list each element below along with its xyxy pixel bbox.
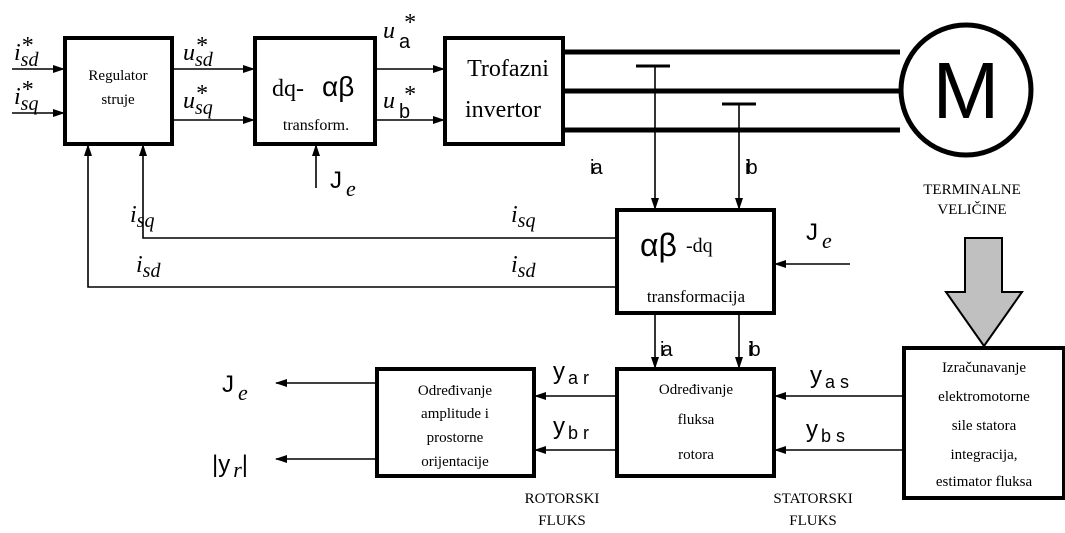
- label-ia-dq: ia: [660, 339, 673, 361]
- caption-terminal-2: VELIČINE: [937, 201, 1006, 218]
- regulator-label-2: struje: [101, 92, 135, 108]
- emf-label-1: Izračunavanje: [942, 360, 1026, 376]
- emf-estimator-block: Izračunavanje elektromotorne sile stator…: [902, 346, 1065, 500]
- emf-label-4: integracija,: [950, 447, 1017, 463]
- motor: M: [898, 22, 1034, 158]
- amplitude-label-2: amplitude i: [421, 406, 489, 422]
- connections: [12, 65, 904, 463]
- caption-stator-flux-2: FLUKS: [789, 513, 837, 529]
- label-isq-left: isq: [130, 202, 154, 232]
- amplitude-block: Određivanje amplitude i prostorne orijen…: [375, 367, 536, 478]
- inverter-label-1: Trofazni: [467, 56, 549, 82]
- caption-rotor-flux-1: ROTORSKI: [525, 491, 600, 507]
- motor-label: M: [933, 46, 1000, 135]
- alphabeta-dq-suffix: -dq: [686, 235, 713, 257]
- caption-rotor-flux-2: FLUKS: [538, 513, 586, 529]
- caption-terminal-1: TERMINALNE: [923, 182, 1021, 198]
- label-usq-ref: u*sq: [183, 81, 213, 119]
- emf-label-5: estimator fluksa: [936, 474, 1033, 490]
- label-isd-left: isd: [136, 252, 161, 282]
- alphabeta-dq-greek: αβ: [640, 227, 677, 263]
- rotor-flux-label-2: fluksa: [678, 412, 715, 428]
- rotor-flux-label-3: rotora: [678, 447, 714, 463]
- emf-label-3: sile statora: [952, 418, 1017, 434]
- inverter-block: Trofazni invertor: [443, 36, 565, 146]
- label-ib-measured: ib: [745, 157, 758, 179]
- label-ia-measured: ia: [590, 157, 603, 179]
- label-isd-ref: i*sd: [14, 33, 39, 71]
- label-ib-dq: ib: [748, 339, 761, 361]
- label-isq-right: isq: [511, 202, 535, 232]
- rotor-flux-block: Određivanje fluksa rotora: [615, 367, 776, 478]
- label-isd-right: isd: [511, 252, 536, 282]
- three-phase-bus: [563, 49, 900, 133]
- label-ua-ref: u*a: [383, 10, 415, 53]
- amplitude-label-4: orijentacije: [421, 454, 489, 470]
- label-isq-ref: i*sq: [14, 77, 38, 115]
- regulator-block: Regulator struje: [63, 36, 174, 146]
- inverter-label-2: invertor: [465, 97, 541, 123]
- alphabeta-dq-sub: transformacija: [647, 287, 746, 306]
- alphabeta-dq-block: αβ -dq transformacija: [615, 208, 776, 315]
- dq-prefix: dq-: [272, 76, 304, 102]
- regulator-label-1: Regulator: [88, 68, 147, 84]
- transform-label: transform.: [283, 117, 349, 134]
- dq-alphabeta-block: dq- αβ transform.: [253, 36, 377, 146]
- caption-stator-flux-1: STATORSKI: [773, 491, 852, 507]
- captions: TERMINALNE VELIČINE ROTORSKI FLUKS STATO…: [525, 182, 1021, 529]
- amplitude-label-3: prostorne: [427, 430, 484, 446]
- amplitude-label-1: Određivanje: [418, 383, 492, 399]
- terminal-values-arrow-icon: [944, 237, 1024, 348]
- label-usd-ref: u*sd: [183, 33, 214, 71]
- alphabeta-label: αβ: [322, 71, 354, 102]
- label-ub-ref: u*b: [383, 82, 415, 123]
- emf-label-2: elektromotorne: [938, 389, 1030, 405]
- rotor-flux-label-1: Određivanje: [659, 382, 733, 398]
